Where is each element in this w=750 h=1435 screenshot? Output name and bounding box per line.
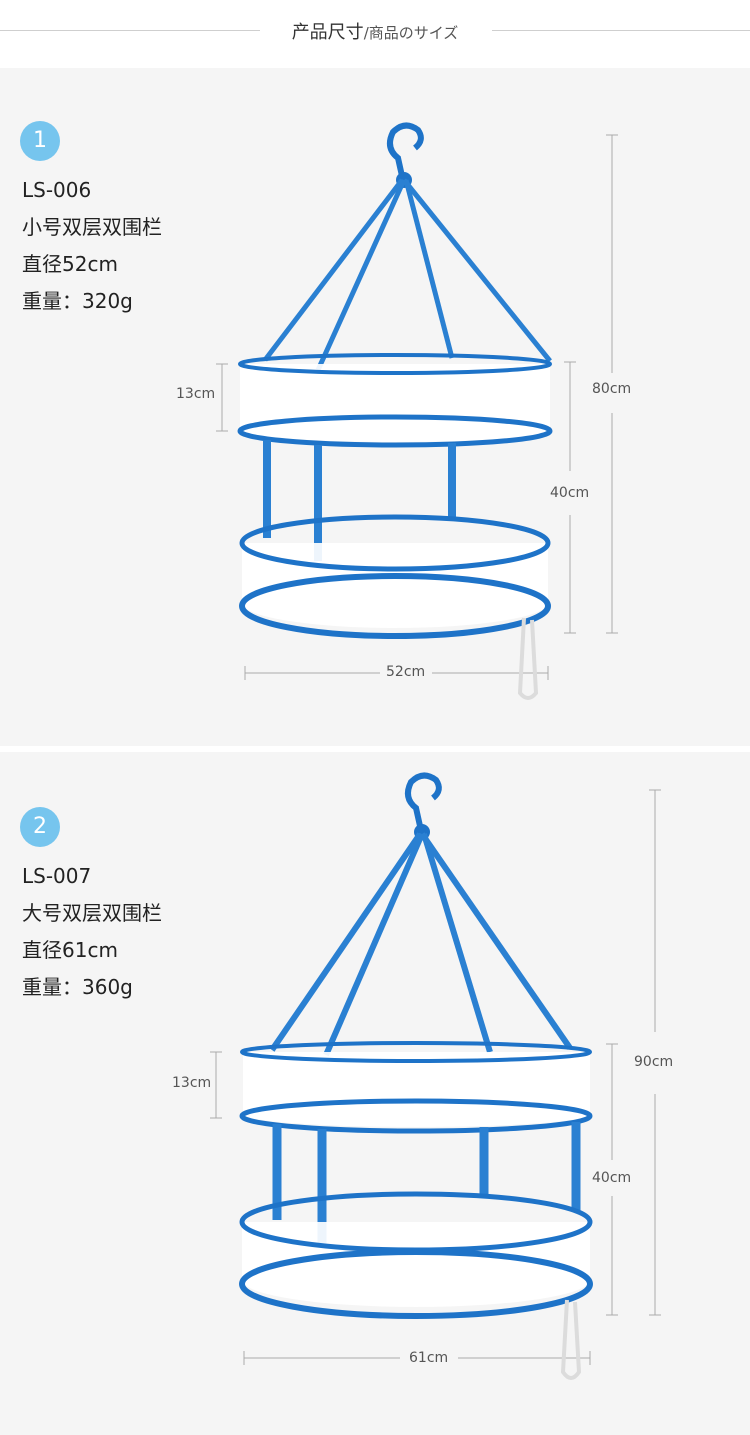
dim-tier-height: 13cm (172, 1075, 212, 1091)
product-info: LS-006 小号双层双围栏 直径52cm 重量：320g (22, 172, 162, 320)
dimension-lines (210, 789, 661, 1365)
hook-icon (404, 772, 442, 827)
product-model: LS-007 (22, 864, 92, 888)
hook-icon (386, 122, 424, 177)
product-info: LS-007 大号双层双围栏 直径61cm 重量：360g (22, 858, 162, 1006)
drying-rack-illustration (210, 772, 661, 1380)
product-diameter: 直径52cm (22, 252, 118, 276)
header-divider-right (492, 30, 750, 31)
product-panel-1: 1 LS-006 小号双层双围栏 直径52cm 重量：320g (0, 68, 750, 746)
product-diameter: 直径61cm (22, 938, 118, 962)
product-model: LS-006 (22, 178, 92, 202)
product-weight: 重量：360g (22, 975, 133, 999)
header-title-jp: /商品のサイズ (363, 24, 459, 42)
product-panel-2: 2 LS-007 大号双层双围栏 直径61cm 重量：360g (0, 752, 750, 1435)
dim-tier-height: 13cm (176, 386, 216, 402)
product-weight: 重量：320g (22, 289, 133, 313)
dim-total-height: 90cm (634, 1054, 674, 1070)
header-title-cn: 产品尺寸 (291, 22, 364, 43)
header-divider-left (0, 30, 260, 31)
section-header: 产品尺寸/商品のサイズ (0, 0, 750, 68)
dim-gap-height: 40cm (550, 485, 590, 501)
product-number-badge: 2 (20, 807, 60, 847)
dim-total-height: 80cm (592, 381, 632, 397)
dim-width: 52cm (386, 664, 426, 680)
dim-gap-height: 40cm (592, 1170, 632, 1186)
product-number-badge: 1 (20, 121, 60, 161)
product-name: 小号双层双围栏 (22, 215, 162, 239)
product-name: 大号双层双围栏 (22, 901, 162, 925)
header-title: 产品尺寸/商品のサイズ (0, 18, 750, 44)
dim-width: 61cm (409, 1350, 449, 1366)
dimension-lines (216, 134, 618, 680)
drying-rack-illustration (216, 122, 618, 700)
